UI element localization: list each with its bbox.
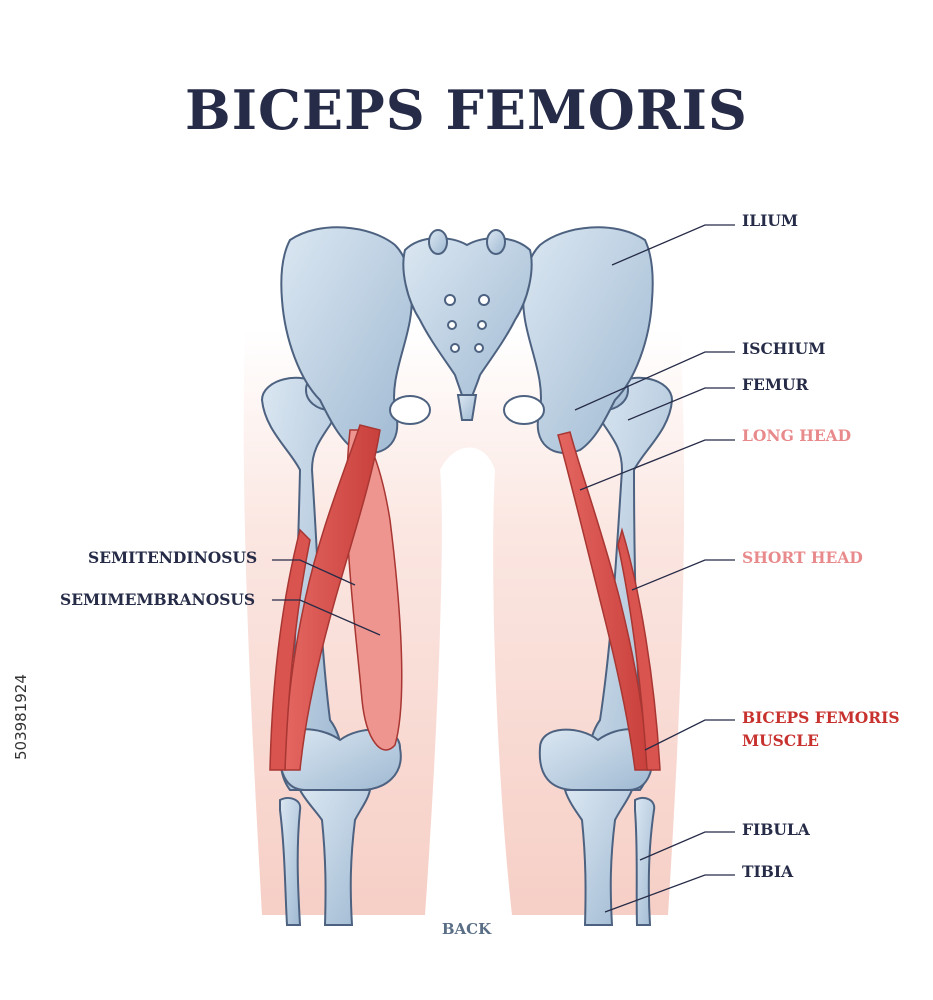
left-outer-muscle bbox=[269, 528, 311, 771]
label-tibia: TIBIA bbox=[742, 862, 794, 881]
left-semitendinosus bbox=[284, 424, 381, 771]
view-caption-back: BACK bbox=[441, 920, 492, 938]
label-ischium: ISCHIUM bbox=[742, 339, 826, 358]
pelvis bbox=[280, 226, 654, 455]
label-semimembranosus: SEMIMEMBRANOSUS bbox=[60, 590, 256, 609]
left-fibula bbox=[279, 797, 302, 926]
right-tibia bbox=[563, 789, 634, 926]
label-biceps-femoris-muscle-line2: MUSCLE bbox=[742, 731, 819, 750]
label-fibula: FIBULA bbox=[742, 820, 810, 839]
label-short-head: SHORT HEAD bbox=[742, 548, 863, 567]
left-tibia bbox=[298, 789, 372, 926]
leader-lines bbox=[272, 224, 735, 913]
label-biceps-femoris-muscle-line1: BICEPS FEMORIS bbox=[742, 708, 900, 727]
diagram-title: BICEPS FEMORIS bbox=[185, 78, 748, 142]
left-knee bbox=[278, 728, 402, 791]
label-femur: FEMUR bbox=[742, 375, 809, 394]
right-short-head-muscle bbox=[617, 527, 661, 771]
label-long-head: LONG HEAD bbox=[742, 426, 852, 445]
stock-id: 503981924 bbox=[12, 674, 30, 760]
label-semitendinosus: SEMITENDINOSUS bbox=[88, 548, 258, 567]
label-ilium: ILIUM bbox=[742, 211, 799, 230]
